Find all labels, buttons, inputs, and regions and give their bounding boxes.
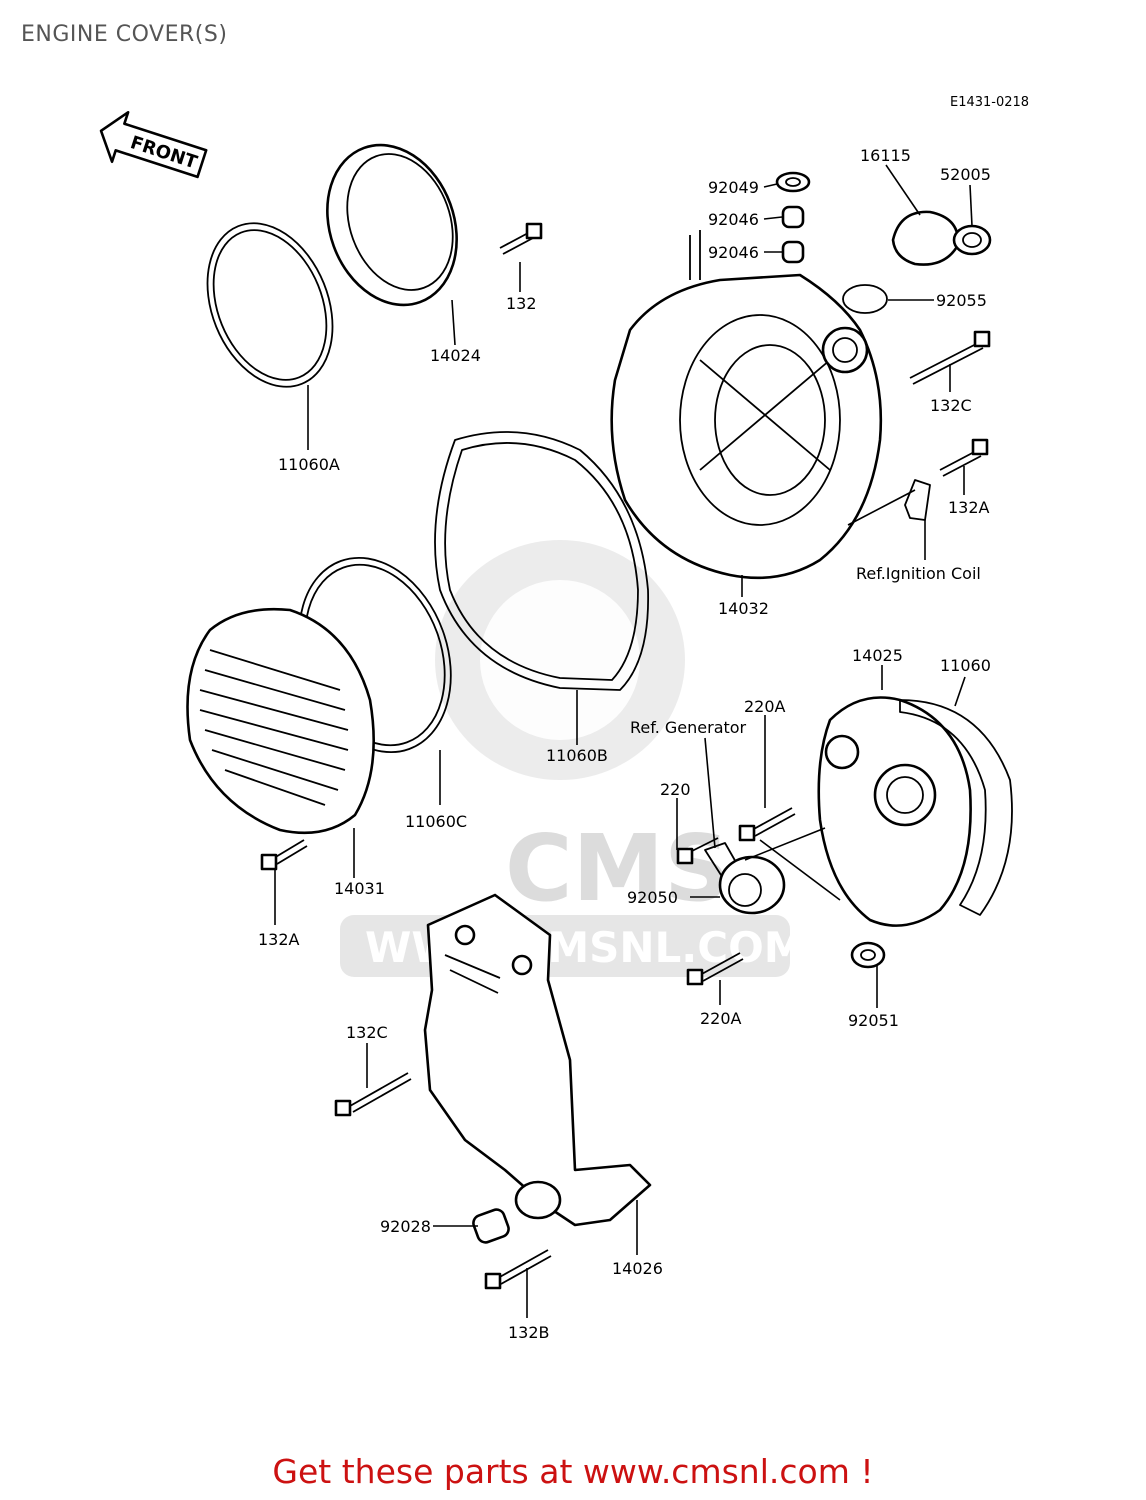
callout-92055: 92055 [936, 291, 987, 310]
callout-92049: 92049 [708, 178, 759, 197]
part-clutch-cover-14032 [610, 230, 883, 580]
part-cover-14024 [326, 143, 458, 307]
callout-92050: 92050 [627, 888, 678, 907]
callout-132: 132 [506, 294, 537, 313]
callout-92028: 92028 [380, 1217, 431, 1236]
part-bolt-132C-lower [334, 1072, 412, 1117]
part-bolt-132C-upper [909, 330, 991, 385]
callout-52005: 52005 [940, 165, 991, 184]
part-bolt-132 [499, 222, 543, 255]
callout-220A-lower: 220A [700, 1009, 742, 1028]
exploded-parts-diagram: CMS WWW.CMSNL.COM E1431-0218 FRONT [99, 95, 1029, 1342]
part-bolt-132A-upper [939, 438, 989, 477]
callout-220: 220 [660, 780, 691, 799]
callout-ref-generator: Ref. Generator [630, 718, 747, 737]
part-gasket-11060 [899, 699, 1013, 916]
part-bolt-220 [676, 837, 719, 865]
callout-132C-upper: 132C [930, 396, 972, 415]
callout-14032: 14032 [718, 599, 769, 618]
part-bolt-132B [484, 1249, 552, 1290]
get-parts-link[interactable]: Get these parts at www.cmsnl.com ! [272, 1452, 874, 1491]
callout-16115: 16115 [860, 146, 911, 165]
part-oil-seal-92049 [775, 171, 811, 193]
part-oring-92055 [842, 284, 888, 314]
part-oil-seal-92051 [850, 941, 886, 969]
callout-11060C: 11060C [405, 812, 467, 831]
callout-132A-lower: 132A [258, 930, 300, 949]
part-collar-92046-upper [781, 205, 805, 229]
callout-92051: 92051 [848, 1011, 899, 1030]
part-collar-92046-lower [781, 240, 805, 264]
part-bolt-132A-lower [260, 839, 308, 871]
callout-220A-upper: 220A [744, 697, 786, 716]
part-collar-92028 [472, 1208, 510, 1244]
part-cap-16115 [891, 210, 960, 266]
part-ignition-coil-bracket [904, 479, 931, 521]
watermark-brand: CMS [505, 815, 730, 922]
callout-11060A: 11060A [278, 455, 340, 474]
front-direction-arrow: FRONT [99, 110, 208, 179]
callout-132C-lower: 132C [346, 1023, 388, 1042]
callout-14025: 14025 [852, 646, 903, 665]
callout-92046-lower: 92046 [708, 243, 759, 262]
page-title: ENGINE COVER(S) [21, 22, 228, 47]
callout-14026: 14026 [612, 1259, 663, 1278]
part-oring-52005 [952, 224, 992, 256]
callout-11060: 11060 [940, 656, 991, 675]
callout-92046-upper: 92046 [708, 210, 759, 229]
callout-132B: 132B [508, 1323, 550, 1342]
callout-132A-upper: 132A [948, 498, 990, 517]
callout-14031: 14031 [334, 879, 385, 898]
leader-lines [274, 164, 973, 1318]
diagram-ref-code: E1431-0218 [950, 95, 1029, 110]
callout-ref-ignition-coil: Ref.Ignition Coil [856, 564, 981, 583]
part-generator-cover-14031 [186, 607, 375, 835]
callout-11060B: 11060B [546, 746, 608, 765]
part-oil-seal-92050 [718, 855, 786, 915]
part-sprocket-cover-14026 [423, 893, 652, 1227]
part-bolt-220A-upper [738, 807, 796, 842]
part-gasket-11060B [434, 431, 649, 691]
part-bolt-220A-lower [686, 952, 744, 986]
part-gasket-11060A [206, 222, 334, 388]
part-cover-14025 [817, 696, 972, 927]
callout-14024: 14024 [430, 346, 481, 365]
